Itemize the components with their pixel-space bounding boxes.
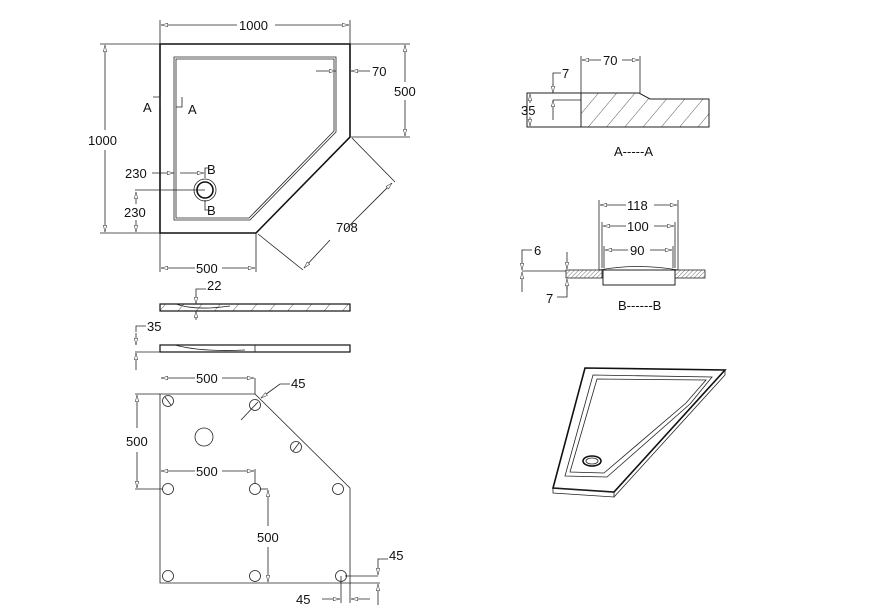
section-bb: 118 100 90 6 7 B------B [522,198,706,313]
section-a-mark-right: A [188,102,197,117]
dim-right-side: 500 [394,84,416,99]
dim-bottom-side: 500 [196,261,218,276]
section-aa-hatch [580,92,710,128]
bottom-view: 500 500 500 500 45 45 45 [126,371,403,607]
iso-drain-icon [582,455,602,467]
drain-body [602,269,676,286]
dim-depth: 22 [207,278,221,293]
dim-drain-y: 230 [124,205,146,220]
isometric-view [551,367,727,498]
dim-bb-mid: 100 [627,219,649,234]
section-b-mark-top: B [207,162,216,177]
section-a-mark-left: A [143,100,152,115]
section-bb-label: B------B [618,298,661,313]
section-aa: 70 7 35 A-----A [521,53,710,159]
dim-aa-rim: 70 [603,53,617,68]
dim-side-height: 35 [147,319,161,334]
dim-left-span: 500 [126,434,148,449]
section-aa-label: A-----A [614,144,653,159]
dim-edge-offset-right: 45 [389,548,403,563]
drain-hole-icon [194,427,214,447]
dim-aa-thickness: 35 [521,103,535,118]
dim-bb-outer: 118 [627,198,648,213]
top-view: 1000 1000 500 70 708 500 230 230 A A B B [88,18,416,276]
dim-bb-top: 6 [534,243,541,258]
dim-top-span: 500 [196,371,218,386]
tray-outline [159,43,351,234]
dim-bb-bottom: 7 [546,291,553,306]
dim-width: 1000 [239,18,268,33]
dim-vert-span: 500 [257,530,279,545]
dim-height: 1000 [88,133,117,148]
dim-mid-span: 500 [196,464,218,479]
dim-drain-x: 230 [125,166,147,181]
support-feet [162,395,347,582]
side-views: 22 35 [135,278,351,370]
bottom-outline [159,393,351,584]
dim-diagonal: 708 [336,220,358,235]
tray-basin [173,56,337,221]
dim-edge-offset-bottom: 45 [296,592,310,607]
section-b-mark-bottom: B [207,203,216,218]
dim-corner-offset: 45 [291,376,305,391]
dim-bb-inner: 90 [630,243,644,258]
side-section [159,303,351,312]
dim-rim: 70 [372,64,386,79]
dim-aa-step: 7 [562,66,569,81]
